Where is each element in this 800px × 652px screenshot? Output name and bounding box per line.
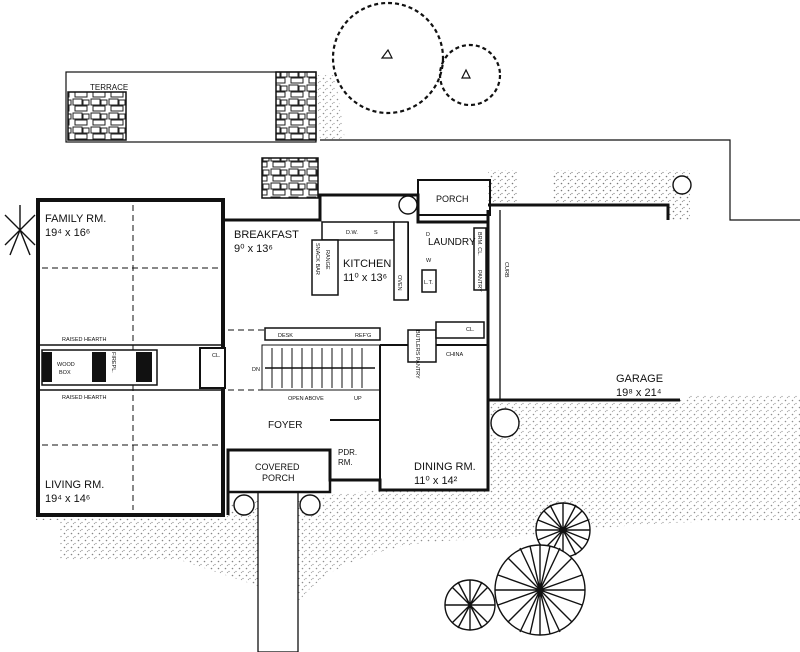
hedge-porch [488,170,518,205]
fixture-fireplace: FIREPL. [110,352,116,373]
fixture-closet-foyer: CL. [212,353,221,359]
hedge-garage [552,170,690,220]
fixture-snack-bar: SNACK BAR [314,243,320,275]
fixture-butlers-pantry: BUTLERS PANTRY [414,330,420,379]
room-name-living: LIVING RM. [45,479,104,491]
shrub-dining [490,408,520,438]
room-size-kitchen: 11⁰ x 13⁶ [343,272,387,284]
stair-dn: DN [252,367,260,373]
fixture-closet-dining: CL. [466,327,475,333]
hedge-terrace [315,75,345,140]
fireplace [41,347,226,389]
fixture-oven: OVEN [396,275,402,291]
stone-wall-right [275,71,317,141]
stair-up: UP [354,396,362,402]
labels: FAMILY RM. 19⁴ x 16⁶ LIVING RM. 19⁴ x 14… [45,83,663,505]
kitchen-counters [264,221,487,363]
property-line [320,139,800,221]
room-name-dining: DINING RM. [414,461,476,473]
fixture-refg: REF'G [355,333,371,339]
fixture-wood-box-2: BOX [59,370,71,376]
room-size-family: 19⁴ x 16⁶ [45,227,90,239]
room-name-foyer: FOYER [268,420,302,431]
room-name-covered-porch-1: COVERED [255,462,300,472]
shrub-entry-left [233,494,255,516]
fixture-broom-closet: BRM. CL. [476,232,482,256]
room-name-breakfast: BREAKFAST [234,229,299,241]
tree-small [438,43,502,107]
room-size-garage: 19⁸ x 21⁴ [616,387,662,399]
wall-garage-north [488,203,670,220]
room-size-dining: 11⁰ x 14² [414,475,458,487]
tree-large [331,1,445,115]
stair-open-above: OPEN ABOVE [288,396,324,402]
room-size-living: 19⁴ x 14⁶ [45,493,90,505]
garage-curb: CURB [503,262,509,278]
shrub-porch [398,195,418,215]
fixture-wood-box-1: WOOD [57,362,75,368]
stone-wall-left [67,91,127,141]
fixture-desk: DESK [278,333,293,339]
fixture-dryer: D [426,232,430,238]
stone-steps [261,157,319,199]
walkway [257,491,299,652]
fixture-pantry: PANTRY [476,270,482,292]
room-name-pdr-1: PDR. [338,448,357,457]
trees [331,1,502,115]
room-name-porch: PORCH [436,194,469,204]
fixture-dishwasher: D.W. [346,230,358,236]
room-name-family: FAMILY RM. [45,213,106,225]
stairs [261,344,381,391]
fixture-raised-hearth-top: RAISED HEARTH [62,337,107,343]
shrub-palm [4,205,36,256]
planting-bed-south [300,395,800,600]
fixture-washer: W [426,258,432,264]
fixture-range: RANGE [324,250,330,270]
room-name-pdr-2: RM. [338,458,353,467]
fixture-sink: S [374,230,378,236]
area-name-terrace: TERRACE [90,83,128,92]
tree-trunk-mark [380,48,393,59]
tree-trunk-mark-2 [461,68,471,79]
fixture-raised-hearth-bottom: RAISED HEARTH [62,395,107,401]
room-name-laundry: LAUNDRY [428,237,476,248]
shrub-garage [672,175,692,195]
shrub-cluster-center [494,544,586,636]
room-size-breakfast: 9⁰ x 13⁶ [234,243,273,255]
room-name-garage: GARAGE [616,373,663,385]
room-name-kitchen: KITCHEN [343,258,391,270]
wall-porch [417,179,491,216]
shrubs [4,175,692,636]
room-name-covered-porch-2: PORCH [262,473,295,483]
shrub-cluster-w [444,579,496,631]
fixture-laundry-tub: L.T. [424,280,433,286]
wall-covered-porch [226,448,332,494]
entry-walk [257,491,299,652]
terrace-stones [67,71,319,199]
fixture-china: CHINA [446,352,463,358]
shrub-entry-right [299,494,321,516]
